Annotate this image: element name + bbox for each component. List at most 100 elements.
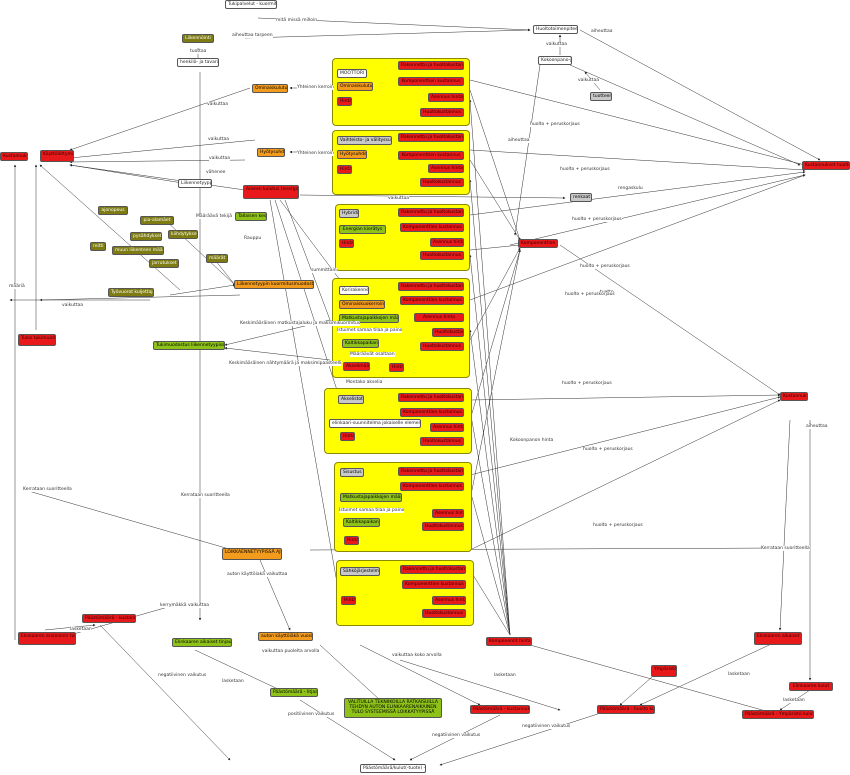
node-auton-kayttoiaka[interactable]: auton käyttöiäkä vuosina: [258, 632, 313, 641]
zone-item[interactable]: Asennus hinta: [432, 509, 464, 518]
node-reitti[interactable]: reitti: [90, 242, 106, 251]
zone-sub[interactable]: Hyötysuhde: [337, 150, 367, 159]
zone-sub[interactable]: Ominaiskulutus: [337, 82, 373, 91]
zone-item[interactable]: Rakennettu ja huoltokustannus: [398, 133, 464, 142]
zone-item[interactable]: Komponenttien kustannus: [398, 151, 464, 160]
zone-white[interactable]: elinkaari-suunnitelma jokaiselle element…: [329, 419, 421, 428]
zone-item[interactable]: Huoltokustannus: [420, 251, 464, 260]
node-left-red1[interactable]: Kustannukset: [0, 152, 28, 161]
node-right-red1[interactable]: Kustannukset huolto: [802, 161, 850, 170]
node-loikkaennetyypin[interactable]: LOIKKAENNETYYPISSÄ AJETTU KILOMETRIKUORM…: [222, 548, 282, 560]
zone-green[interactable]: Kaltikkapaikanotti: [342, 339, 379, 348]
node-tuotteen-osien[interactable]: tuotteen osien: [590, 92, 612, 101]
node-tallaisen[interactable]: Tallaisen kesto jarruenergia: [235, 212, 267, 221]
node-bottom-red5[interactable]: Päästömäärä - kustannukset: [470, 705, 530, 714]
zone-item[interactable]: Asennus hinta: [430, 423, 464, 432]
zone-title[interactable]: Korirakenne: [339, 286, 369, 295]
zone-item[interactable]: Huoltokustannus: [420, 437, 464, 446]
node-maarat[interactable]: määrät kesto: [206, 254, 228, 263]
zone-item[interactable]: Komponenttien kustannus: [400, 482, 464, 491]
edge-label: kerrymäkkä vaikuttaa: [160, 603, 209, 608]
node-tukipalvelut[interactable]: Tukipalvelut - kuormitussuunnittelu: [225, 0, 277, 9]
zone-item[interactable]: Rakennettu ja huoltokustannus: [398, 61, 464, 70]
node-renkaat[interactable]: renkaat: [570, 193, 592, 202]
zone-item[interactable]: Huoltokustannus: [432, 328, 464, 337]
node-elinkaaren-red[interactable]: Elinkaaren arvioinnin tulokset kustannuk…: [18, 632, 76, 645]
zone-item[interactable]: Asennus hinta: [432, 596, 466, 605]
edge-label: positiivinen vaikutus: [288, 712, 335, 717]
node-bottom-red1[interactable]: Komponentit hinta: [486, 637, 532, 646]
node-paastomaara-green[interactable]: Päästömäärä - litjaatuu: [270, 688, 318, 697]
zone-item[interactable]: Komponenttien kustannus: [400, 296, 464, 305]
zone-item[interactable]: Rakennettu ja huoltokustannus: [398, 467, 464, 476]
zone-sub[interactable]: Ominaiskuokerroin: [339, 300, 385, 309]
zone-green[interactable]: Matkustajapaikkojen määrä: [339, 314, 399, 323]
zone-item[interactable]: Asennus hinta: [414, 313, 464, 322]
zone-small[interactable]: Hinta: [341, 596, 356, 605]
node-elinkaaren-green[interactable]: Elinkaaren aikaiset tinjaukset: [172, 638, 232, 647]
node-left-red2[interactable]: Käyttöliittymä: [40, 150, 74, 162]
zone-item[interactable]: Komponenttien kustannus: [400, 408, 464, 417]
zone-small[interactable]: Hinta: [344, 536, 359, 545]
zone-small[interactable]: Hinta: [340, 432, 355, 441]
node-bottom-red3[interactable]: Elinkaaren aikaiset kulut ja kunnossapit…: [754, 632, 802, 645]
node-henkilo[interactable]: henkilö- ja tavaraliikennettä: [177, 58, 219, 67]
zone-item[interactable]: Rakennettu ja huoltokustannus: [400, 565, 466, 574]
node-punainen-mid[interactable]: Komponenttien hinta: [518, 239, 558, 248]
zone-item[interactable]: Huoltokustannus: [422, 609, 466, 618]
zone-item[interactable]: Komponenttien kustannus: [402, 580, 466, 589]
zone-red[interactable]: Akselimäärä: [343, 362, 370, 371]
zone-item[interactable]: Rakennettu ja huoltokustannus: [398, 393, 464, 402]
zone-item[interactable]: Huoltokustannus: [420, 342, 464, 351]
node-liikennetyypin[interactable]: Liikennetyypin kuormitusmuodostuksen mää…: [234, 280, 314, 289]
node-valittuja[interactable]: VALITUILLA TEKNIIKOILLA RATKAISUILLA TEH…: [344, 698, 442, 718]
zone-title[interactable]: Vaihteisto- ja välityssuhde: [337, 136, 392, 145]
zone-green[interactable]: Kaltikkapaikanotti: [343, 518, 380, 527]
zone-item[interactable]: Asennus hinta: [428, 93, 464, 102]
zone-item[interactable]: Rakennettu ja huoltokustannus: [398, 282, 464, 291]
zone-title[interactable]: MOOTTORI: [337, 69, 367, 78]
node-hyotysuhde[interactable]: Hyötysuhde: [257, 148, 285, 157]
node-ajonopeus[interactable]: ajonopeus: [98, 206, 128, 215]
zone-item[interactable]: Asennus hinta: [428, 164, 464, 173]
zone-item[interactable]: Huoltokustannus: [422, 522, 464, 531]
node-ominaiskulutus[interactable]: Ominaiskulutus: [252, 84, 288, 93]
node-aineen-kulutus[interactable]: Aineen kulutus (energian kulutus): [243, 185, 299, 199]
node-muun-liikenteen[interactable]: muun liikenteen määrä: [112, 246, 164, 255]
zone-item[interactable]: Rakennettu ja huoltokustannus: [398, 208, 464, 217]
node-jarrutukset[interactable]: jarrutukset: [149, 259, 179, 268]
node-paastomaara-red[interactable]: Päästömäärä - kustannukset: [82, 614, 136, 623]
node-huoltotoimenpiteet[interactable]: Huoltotoimenpiteet: [533, 25, 578, 34]
zone-small[interactable]: Hinta: [339, 239, 354, 248]
zone-item[interactable]: Huoltokustannus: [420, 178, 464, 187]
zone-title[interactable]: Akselistot: [338, 395, 364, 404]
node-liikennointi[interactable]: Liikennöinti: [182, 34, 214, 43]
zone-item[interactable]: Asennus hinta: [430, 238, 464, 247]
zone-small[interactable]: Hinta: [337, 97, 352, 106]
zone-title[interactable]: Sisustus: [340, 468, 364, 477]
node-right-red2[interactable]: Kustannukset: [780, 392, 808, 401]
node-bottom-red6[interactable]: Päästömäärä - huolto kulut: [597, 705, 655, 714]
zone-item[interactable]: Komponenttien kustannus: [400, 223, 464, 232]
node-bottom-red2[interactable]: Ympäristö osuus: [651, 665, 677, 677]
node-liikennetyyppi[interactable]: Liikennetyyppi: [178, 179, 212, 188]
zone-title[interactable]: Hybridi: [339, 209, 359, 218]
zone-small[interactable]: Hinta: [389, 363, 404, 372]
node-kiihdytykset[interactable]: kiihdytykset: [168, 230, 198, 239]
node-bottom-red7[interactable]: Päästömäärä - Ympäristö kulut: [742, 710, 814, 719]
edge-label: Rauppu: [244, 236, 262, 241]
zone-title[interactable]: Sähköjärjestelmä: [340, 567, 380, 576]
node-kokoonpano[interactable]: Kokoonpano-järjestys: [538, 56, 572, 65]
node-tukimuodostus[interactable]: Tukimuodostus liikennetyypissä: [153, 341, 225, 350]
zone-sub[interactable]: Matkustajapaikkojen määrä: [340, 493, 402, 502]
node-left-red3[interactable]: Tulos tukimuodostus: [18, 334, 56, 346]
node-pysahdykset[interactable]: pysähdykset: [130, 232, 162, 241]
zone-sub[interactable]: Energian kierätys: [339, 225, 386, 234]
node-paastokulu[interactable]: Päästömäärä/kulut(-tuote) -summa: [360, 764, 426, 773]
node-tyovuorot[interactable]: Työvuorot kuljettajaluonnos: [108, 288, 154, 297]
zone-small[interactable]: Hinta: [337, 165, 352, 174]
zone-item[interactable]: Huoltokustannus: [420, 108, 464, 117]
node-pia-alamaki[interactable]: pia-alamäet: [140, 216, 174, 225]
zone-item[interactable]: Komponenttien kustannus: [398, 77, 464, 86]
node-bottom-red4[interactable]: Elinkaaren kulut: [789, 682, 833, 691]
